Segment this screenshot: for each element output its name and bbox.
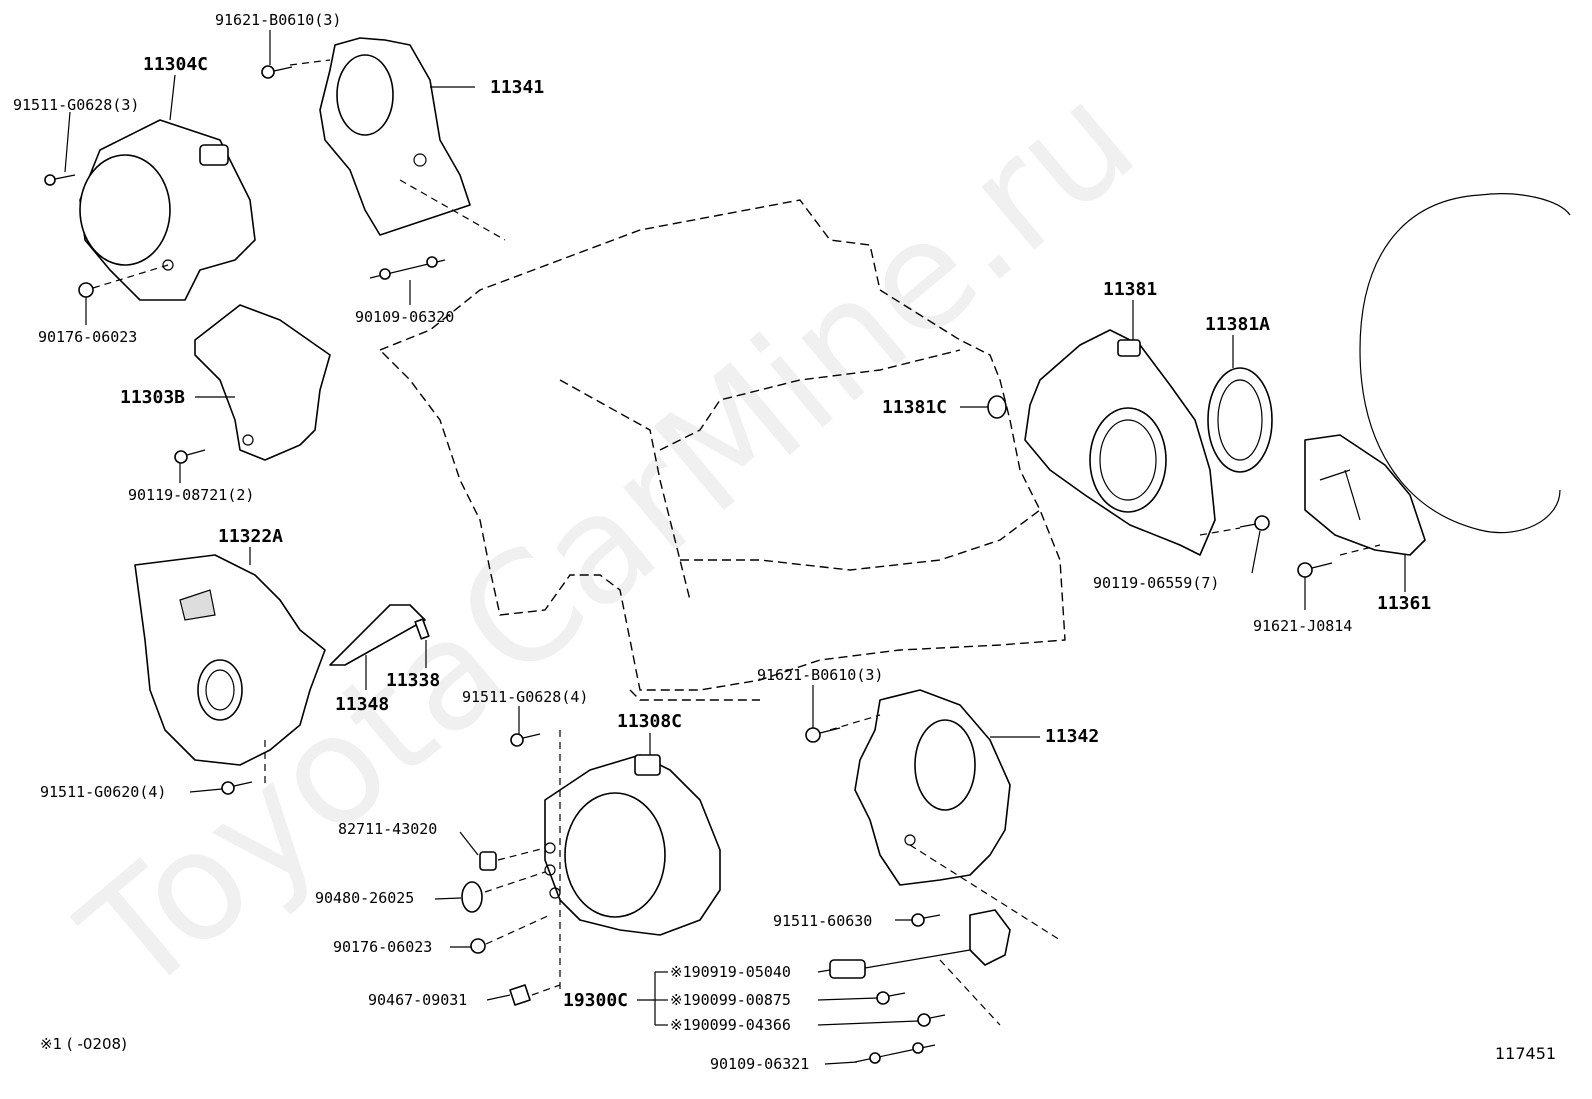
bolt-190099-00875	[876, 991, 906, 1005]
label-11381A: 11381A	[1205, 314, 1270, 335]
engine-block-outline	[378, 199, 1066, 701]
plug-82711-43020	[479, 847, 546, 871]
nut-90176-06023-a	[78, 264, 169, 298]
label-11381C: 11381C	[882, 397, 947, 418]
stud-90109-06321	[854, 1042, 936, 1064]
label-190099-00875: ※190099-00875	[670, 991, 791, 1009]
label-190099-04366: ※190099-04366	[670, 1016, 791, 1034]
part-11348-bracket	[329, 604, 426, 666]
bolt-91621-B0610-top	[261, 65, 293, 79]
label-91511-60630: 91511-60630	[773, 912, 872, 930]
label-11348: 11348	[335, 694, 389, 715]
label-11304C: 11304C	[143, 54, 208, 75]
oring-11381C	[987, 395, 1007, 419]
label-90109-06320: 90109-06320	[355, 308, 454, 326]
bolt-91511-G0620-4	[221, 781, 253, 795]
grommet-90480-26025	[461, 871, 546, 913]
label-90467-09031: 90467-09031	[368, 991, 467, 1009]
part-19300C-sensor	[829, 909, 1011, 1026]
nut-90176-06023-b	[470, 914, 551, 954]
part-labels: 91621-B0610(3) 11304C 11341 91511-G0628(…	[13, 11, 1431, 1073]
part-11303B-cover	[174, 304, 331, 464]
label-11361: 11361	[1377, 593, 1431, 614]
label-90176-06023-a: 90176-06023	[38, 328, 137, 346]
label-91511-G0628-3: 91511-G0628(3)	[13, 96, 139, 114]
diagram-number: 117451	[1495, 1044, 1556, 1063]
label-11322A: 11322A	[218, 526, 283, 547]
bolt-91511-G0628-4	[510, 733, 541, 747]
label-11308C: 11308C	[617, 711, 682, 732]
label-90119-08721: 90119-08721(2)	[128, 486, 254, 504]
part-11308C-cover	[544, 730, 721, 990]
bolt-90119-06559	[1199, 515, 1270, 536]
bolt-91511-G0628-3	[44, 174, 76, 186]
label-90480-26025: 90480-26025	[315, 889, 414, 907]
footnote: ※1 ( -0208)	[40, 1035, 127, 1053]
bolt-91621-B0610-mid	[805, 727, 841, 743]
part-11361-plate	[1304, 434, 1426, 556]
label-19300C: 19300C	[563, 990, 628, 1011]
clamp-90467-09031	[509, 984, 561, 1006]
bolt-190099-04366	[917, 1013, 946, 1027]
bolt-91621-J0814	[1297, 562, 1333, 578]
label-91511-G0620: 91511-G0620(4)	[40, 783, 166, 801]
part-11304C-cover	[79, 119, 256, 301]
label-91511-G0628-4: 91511-G0628(4)	[462, 688, 588, 706]
label-11303B: 11303B	[120, 387, 185, 408]
label-91621-B0610-top: 91621-B0610(3)	[215, 11, 341, 29]
label-82711-43020: 82711-43020	[338, 820, 437, 838]
label-91621-J0814: 91621-J0814	[1253, 617, 1352, 635]
leader-lines	[64, 30, 1406, 1065]
label-190919-05040: ※190919-05040	[670, 963, 791, 981]
stud-90109-06320	[369, 256, 446, 280]
label-11341: 11341	[490, 77, 544, 98]
label-90176-06023-b: 90176-06023	[333, 938, 432, 956]
label-11342: 11342	[1045, 726, 1099, 747]
part-11338-spacer	[414, 618, 430, 640]
label-11381: 11381	[1103, 279, 1157, 300]
part-11341-plate	[289, 37, 506, 241]
bolt-91511-60630	[911, 913, 941, 927]
label-90109-06321: 90109-06321	[710, 1055, 809, 1073]
label-90119-06559: 90119-06559(7)	[1093, 574, 1219, 592]
label-11338: 11338	[386, 670, 440, 691]
part-11342-plate	[829, 689, 1061, 941]
part-11381-rear-plate	[1024, 329, 1216, 556]
seal-11381A	[1207, 367, 1273, 473]
label-91621-B0610-mid: 91621-B0610(3)	[757, 666, 883, 684]
transmission-housing-outline	[1359, 193, 1571, 534]
part-11322A-cover	[134, 554, 326, 785]
